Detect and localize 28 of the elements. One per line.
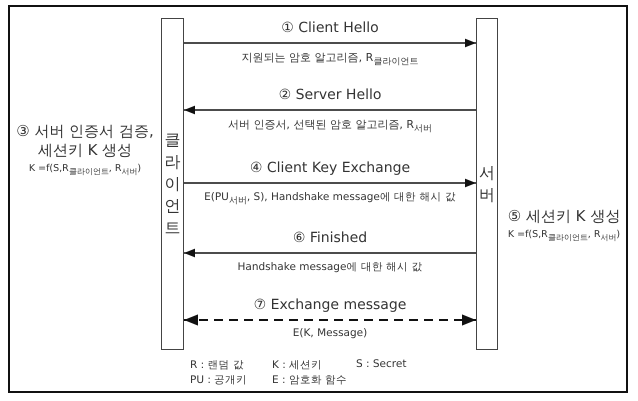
arrow (184, 178, 476, 188)
dashed-arrow (184, 314, 476, 326)
lifeline-label: 서버 (478, 162, 496, 206)
message-label: ① Client Hello (280, 20, 380, 36)
message-detail: 서버 인증서, 선택된 암호 알고리즘, R$_{서버}$ (226, 117, 434, 136)
message-label: ② Server Hello (278, 87, 382, 103)
client-lifeline (161, 18, 184, 350)
message-detail: Handshake message에 대한 해시 값 (236, 260, 424, 274)
legend-text: R : 랜덤 값 (190, 358, 245, 372)
step-note: ③ 서버 인증서 검증, 세션키 K 생성 (15, 122, 155, 160)
arrow (184, 106, 476, 114)
legend-text: S : Secret (356, 358, 408, 370)
arrow (184, 38, 476, 48)
message-detail: E(PU$_{서버}$, S), Handshake message에 대한 해시 값 (203, 190, 457, 208)
legend-text: E : 암호화 함수 (272, 373, 348, 387)
legend-text: PU : 공개키 (190, 373, 248, 387)
server-lifeline (476, 18, 498, 350)
legend-text: K : 세션키 (272, 358, 324, 372)
message-detail: 지원되는 암호 알고리즘, R$_{클라이언트}$ (240, 50, 420, 68)
message-label: ④ Client Key Exchange (248, 160, 412, 176)
formula-text: K =f(S,R$_{클라이언트}$, R$_{서버}$) (28, 163, 142, 177)
formula-text: K =f(S,R$_{클라이언트}$, R$_{서버}$) (506, 229, 622, 243)
message-label: ⑦ Exchange message (252, 297, 408, 313)
message-label: ⑥ Finished (292, 230, 368, 246)
step-note: ⑤ 세션키 K 생성 (506, 207, 622, 226)
arrow (184, 248, 476, 258)
message-detail: E(K, Message) (292, 327, 368, 339)
lifeline-label: 클라이언트 (164, 129, 182, 239)
